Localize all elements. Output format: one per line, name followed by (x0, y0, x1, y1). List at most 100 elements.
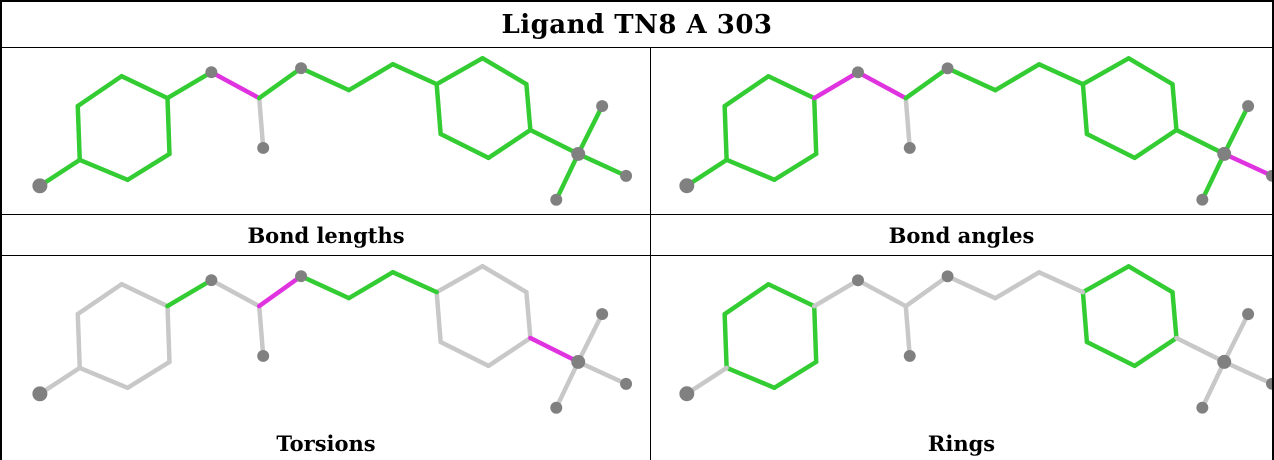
bond-r2d-cq (528, 335, 581, 365)
bond-r1b-r1c (75, 281, 124, 317)
bond-r2a-r2b (434, 263, 485, 295)
bond-c1-c2 (298, 65, 352, 93)
bond-r2a-r2b (434, 55, 485, 87)
atom-me (257, 141, 270, 154)
bond-ch-me (256, 303, 266, 359)
bond-r1f-r1a (724, 365, 777, 391)
bond-r2b-r2c (480, 55, 529, 87)
bond-cq-m2 (1221, 151, 1272, 179)
atom-m3 (1196, 193, 1209, 206)
molecule-bond-angles (679, 56, 1272, 206)
bond-r1b-r1c (722, 282, 771, 317)
bond-ch-me (903, 303, 912, 359)
bond-r1e-r1f (772, 151, 819, 183)
atom-o (205, 274, 218, 287)
bond-cq-m1 (1221, 103, 1251, 157)
bond-r1a-r1b (722, 311, 729, 371)
atom-cl (32, 386, 48, 402)
bond-r1b-r1c (722, 74, 771, 109)
bond-cq-m3 (1200, 151, 1227, 202)
bond-r2a-r2b (1080, 56, 1131, 87)
bond-r2d-cq (1174, 127, 1227, 157)
bond-ch-c1 (256, 65, 304, 101)
atom-m2 (620, 377, 633, 390)
bond-ch-c1 (903, 274, 950, 309)
bond-r2e-r2f (438, 131, 491, 161)
bond-r1f-r1a (77, 365, 130, 391)
atom-c1 (941, 62, 954, 75)
bond-o-ch (855, 278, 909, 309)
bond-cq-m2 (1221, 359, 1272, 387)
bond-r2b-r2c (1126, 56, 1175, 87)
atom-cl (679, 386, 695, 402)
bond-r2f-r2a (1080, 81, 1090, 137)
bond-o-ch (855, 70, 909, 101)
bond-r1d-o (811, 70, 861, 101)
bond-r1d-o (165, 69, 214, 101)
bond-r2f-r2a (434, 81, 443, 137)
bond-r2d-cq (1174, 335, 1227, 365)
bond-ch-c1 (256, 273, 304, 309)
bond-r2d-cq (528, 127, 581, 157)
figure-title: Ligand TN8 A 303 (0, 0, 1274, 48)
bond-r1d-r1e (165, 303, 172, 365)
bond-c2-c3 (346, 61, 396, 93)
panel-torsions: Torsions (0, 256, 650, 460)
bond-cq-m2 (575, 151, 629, 179)
atom-m1 (596, 100, 609, 113)
atom-me (903, 349, 916, 362)
atom-m2 (1266, 169, 1272, 182)
bond-r1f-r1a (77, 157, 130, 183)
atom-m3 (550, 193, 563, 206)
bond-c1-c2 (945, 66, 998, 93)
bond-cq-m1 (575, 311, 605, 365)
bond-r1a-r1b (75, 103, 83, 163)
bond-ch-c1 (903, 66, 950, 101)
bond-r1b-r1c (75, 73, 124, 109)
atom-me (903, 141, 916, 154)
atom-me (257, 349, 270, 362)
panel-bond-lengths: Bond lengths (0, 48, 650, 256)
caption-bond-angles: Bond angles (651, 214, 1272, 255)
bond-r2c-r2d (1170, 81, 1179, 133)
panel-rings: Rings (650, 256, 1274, 460)
molecule-torsions (32, 263, 633, 414)
bond-r2b-r2c (480, 263, 529, 295)
bond-r2a-r2b (1080, 264, 1131, 295)
bond-o-ch (209, 69, 262, 101)
bond-c3-r2a (1036, 270, 1086, 295)
bond-r2d-r2e (1132, 127, 1179, 161)
atom-cl (32, 178, 48, 194)
atom-m3 (1196, 401, 1209, 414)
atom-m2 (620, 169, 633, 182)
atom-cl (679, 178, 695, 194)
atom-o (852, 274, 864, 287)
bond-r1d-r1e (165, 95, 172, 157)
molecule-rings (679, 264, 1272, 414)
bond-cq-m3 (554, 151, 581, 203)
bond-cq-m3 (1200, 359, 1227, 410)
atom-cq (1217, 354, 1232, 369)
atom-m1 (596, 308, 609, 321)
bond-o-ch (209, 277, 262, 309)
atom-c1 (295, 62, 308, 75)
bond-ch-me (256, 95, 266, 151)
bond-c3-r2a (390, 61, 439, 87)
bond-r2e-r2f (1084, 131, 1137, 161)
bond-cl-r1a (37, 157, 83, 189)
bond-r2f-r2a (434, 289, 443, 345)
bond-c2-c3 (346, 269, 396, 301)
panel-bond-angles: Bond angles (650, 48, 1274, 256)
bond-r2f-r2a (1080, 289, 1090, 345)
bond-c3-r2a (390, 269, 439, 295)
bond-r1c-r1d (766, 282, 817, 309)
bond-r2c-r2d (524, 289, 533, 341)
atom-m1 (1242, 100, 1255, 113)
atom-m1 (1242, 308, 1255, 321)
atom-o (205, 66, 218, 79)
bond-r1c-r1d (766, 74, 817, 101)
bond-r2b-r2c (1126, 264, 1175, 295)
bond-cl-r1a (684, 365, 729, 396)
atom-cq (571, 146, 586, 161)
